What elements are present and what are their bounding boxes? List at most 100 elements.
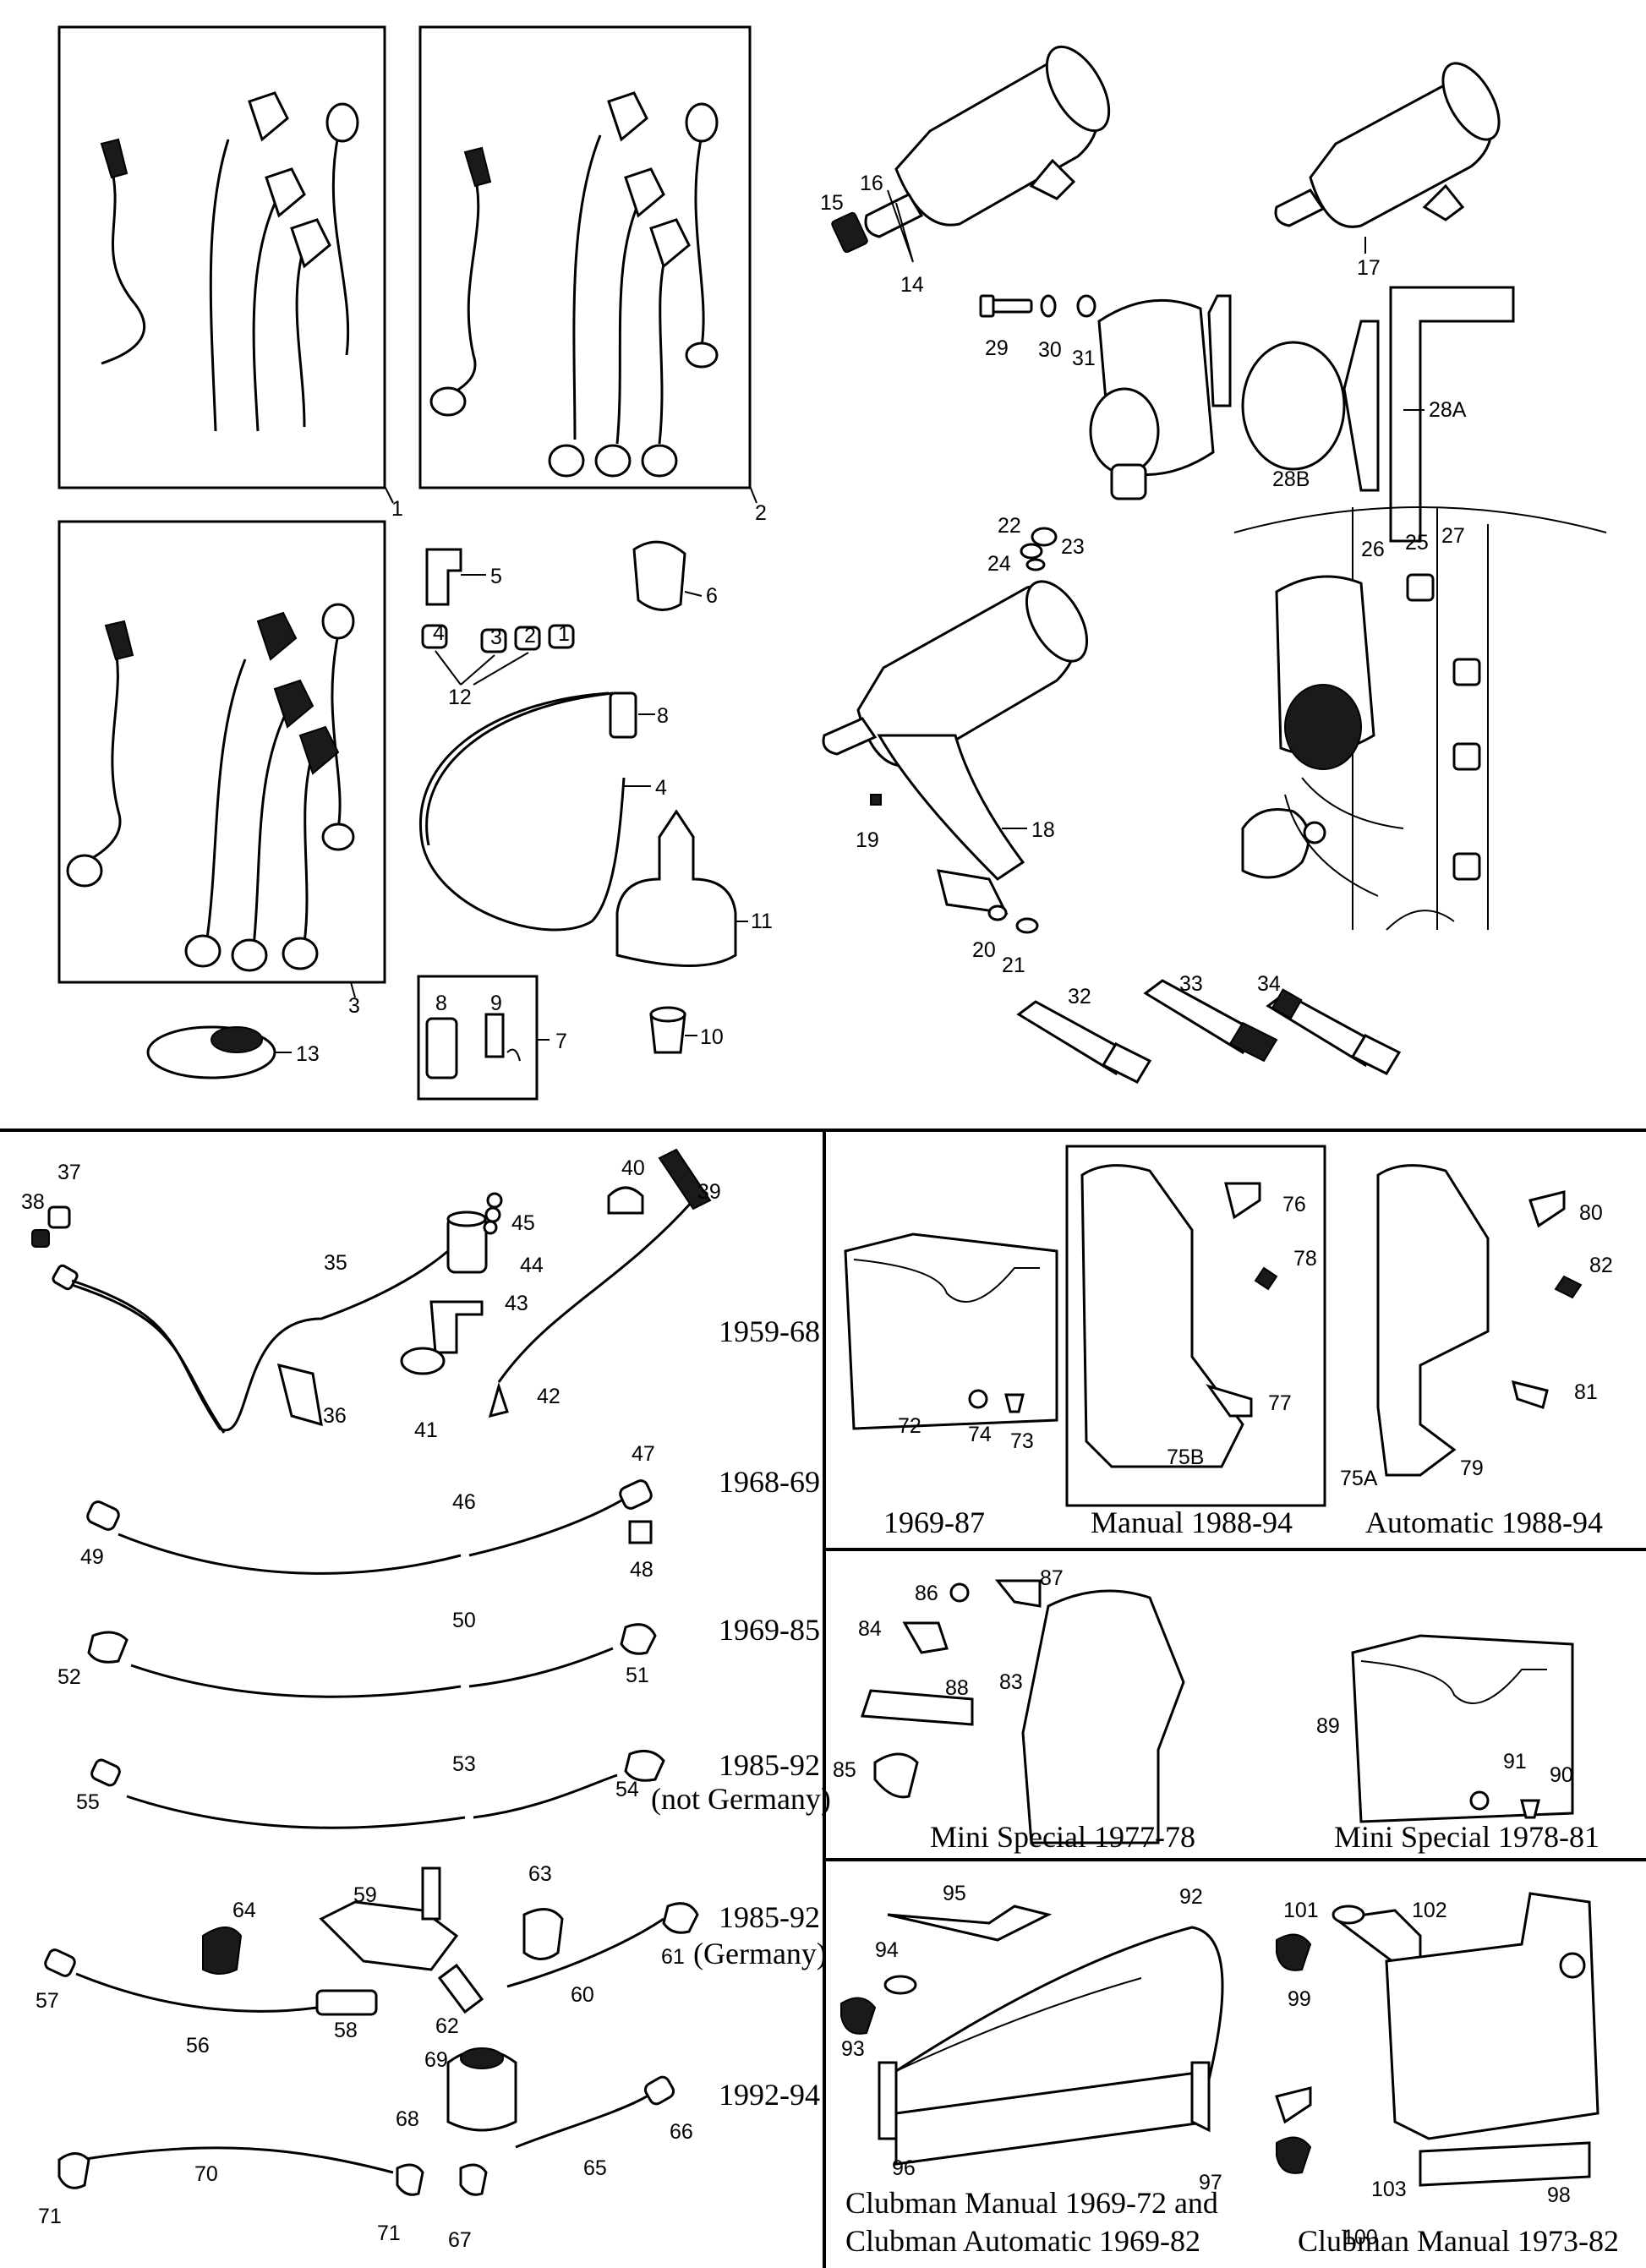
callout: 13 [296,1042,320,1066]
callout: 9 [490,992,502,1015]
year-label: 1969-85 [719,1613,820,1647]
callout: 28B [1272,467,1310,491]
ht-lead-set-2 [418,25,752,489]
callout: 47 [632,1442,655,1466]
year-label: 1985-92 [719,1900,820,1934]
callout: 77 [1268,1391,1292,1415]
callout: 98 [1547,2183,1571,2207]
shield-panel-mini-special-1977-78 [860,1579,1185,1844]
ht-small-parts [146,540,748,1101]
callout: 70 [194,2162,218,2186]
callout: 87 [1040,1566,1064,1590]
callout: 4 [655,776,667,800]
lead-assembly-1985-92 [90,1749,665,1829]
callout: 92 [1179,1885,1203,1909]
callout: 99 [1288,1987,1311,2011]
lead-assembly-1969-85 [87,1623,657,1698]
callout: 54 [615,1778,639,1801]
callout: 39 [697,1180,721,1204]
year-label: 1968-69 [719,1465,820,1499]
callout: 101 [1283,1899,1319,1922]
callout: 71 [38,2205,62,2228]
callout: 38 [21,1190,45,1214]
callout: 10 [700,1025,724,1049]
callout: 12 [448,686,472,709]
callout: 56 [186,2034,210,2058]
callout: 57 [36,1989,59,2013]
callout: 26 [1361,538,1385,561]
callout: 74 [968,1423,992,1446]
callout: 83 [999,1670,1023,1694]
callout: 71 [377,2222,401,2245]
callout: 95 [943,1882,966,1905]
callout: 82 [1589,1254,1613,1277]
callout: 51 [626,1664,649,1687]
callout: 33 [1179,972,1203,996]
callout: 79 [1460,1456,1484,1480]
callout: 96 [892,2156,916,2180]
callout: 19 [856,828,879,852]
callout-labels: 1 2 3 4 5 6 7 8 8 9 10 11 12 13 14 15 16… [21,172,1613,2252]
callout: 73 [1010,1429,1034,1453]
callout: 21 [1002,954,1025,977]
callout: 14 [900,273,924,297]
panel-captions: 1969-87 Manual 1988-94 Automatic 1988-94… [845,1506,1619,2258]
callout: 67 [448,2228,472,2252]
callout: 32 [1068,985,1091,1008]
callout: 44 [520,1254,544,1277]
callout: 50 [452,1609,476,1632]
callout: 23 [1061,535,1085,559]
callout: 72 [898,1414,921,1438]
callout: 75A [1340,1467,1378,1490]
callout: 2 [755,501,767,525]
callout: 46 [452,1490,476,1514]
callout: 53 [452,1752,476,1776]
callout: 66 [670,2120,693,2144]
callout: 84 [858,1617,882,1641]
ring-number: 3 [490,626,502,649]
callout: 24 [987,552,1011,576]
year-label: 1992-94 [719,2078,820,2112]
callout: 22 [998,514,1021,538]
shield-panel-1969-87 [844,1232,1058,1430]
callout: 64 [232,1899,256,1922]
shield-panel-automatic-1988-94 [1376,1164,1583,1477]
callout: 97 [1199,2171,1222,2194]
callout: 81 [1574,1380,1598,1404]
callout: 100 [1343,2226,1378,2249]
ht-lead-set-1 [57,25,386,489]
callout: 102 [1412,1899,1447,1922]
coil-17 [1274,62,1501,254]
callout: 31 [1072,347,1096,370]
engine-coil-installation [1233,506,1607,931]
coil-assembly-14 [831,45,1111,263]
callout: 94 [875,1938,899,1962]
year-label-note: (not Germany) [651,1782,831,1816]
callout: 11 [751,910,773,933]
callout: 85 [833,1758,856,1782]
caption: Manual 1988-94 [1091,1506,1293,1539]
callout: 37 [57,1161,81,1184]
callout: 43 [505,1292,528,1315]
callout: 7 [555,1030,567,1053]
ht-lead-set-3 [57,520,386,984]
callout: 60 [571,1983,594,2007]
callout: 28A [1429,398,1467,422]
section-dividers [0,1129,1646,2268]
caption: Clubman Manual 1973-82 [1298,2224,1619,2258]
caption: Automatic 1988-94 [1365,1506,1603,1539]
callout: 17 [1357,256,1381,280]
lead-assembly-1959-68 [31,1148,712,1434]
callout: 90 [1550,1763,1573,1787]
callout: 55 [76,1790,100,1814]
callout: 89 [1316,1714,1340,1738]
lead-assembly-1968-69 [86,1479,653,1575]
lead-assembly-1992-94 [57,2047,675,2196]
shield-panel-clubman-1973-82 [1275,1892,1600,2187]
callout: 76 [1282,1193,1306,1216]
callout: 61 [661,1945,685,1969]
year-label: 1985-92 [719,1748,820,1782]
lead-assembly-1985-92-germany [44,1866,699,2016]
shield-panel-manual-1988-94[interactable] [1065,1145,1326,1507]
